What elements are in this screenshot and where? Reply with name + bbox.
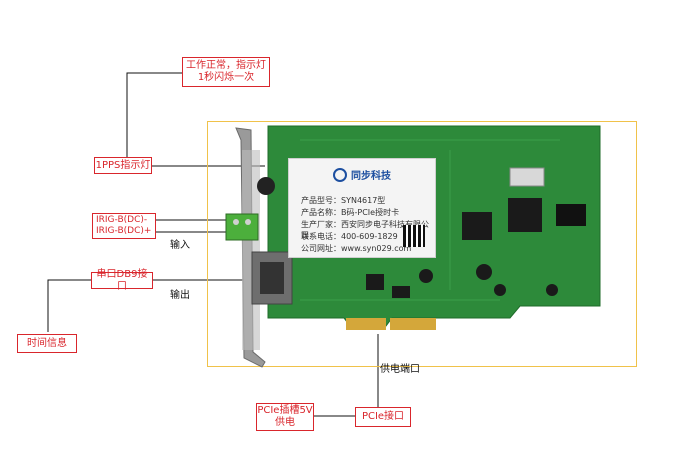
- led-normal-callout: 工作正常，指示灯 1秒闪烁一次: [182, 57, 270, 87]
- phone-row: 联系电话：400-609-1829: [301, 231, 398, 242]
- irig-callout-group: IRIG-B(DC)- IRIG-B(DC)+: [92, 213, 156, 239]
- qr-code-icon: [403, 225, 425, 247]
- irig-minus-label: IRIG-B(DC)-: [96, 215, 148, 225]
- name-key: 产品名称：: [301, 208, 341, 217]
- card-frame: [207, 121, 637, 367]
- model-row: 产品型号：SYN4617型: [301, 195, 385, 206]
- name-value: B码-PCIe授时卡: [341, 208, 400, 217]
- brand-name: 同步科技: [351, 171, 391, 182]
- power-port-label: 供电端口: [380, 364, 420, 375]
- pps-led-callout: 1PPS指示灯: [94, 157, 152, 174]
- name-row: 产品名称：B码-PCIe授时卡: [301, 207, 399, 218]
- site-key: 公司网址：: [301, 244, 341, 253]
- phone-key: 联系电话：: [301, 232, 341, 241]
- output-label: 输出: [170, 290, 190, 301]
- site-value: www.syn029.com: [341, 244, 412, 253]
- pcie-slot-power-callout: PCIe插槽5V 供电: [256, 403, 314, 431]
- maker-value: 西安同步电子科技有限公司: [301, 220, 429, 240]
- irig-plus-label: IRIG-B(DC)+: [96, 226, 152, 236]
- serial-db9-callout: 串口DB9接口: [91, 269, 153, 292]
- site-row: 公司网址：www.syn029.com: [301, 243, 411, 254]
- brand-row: 同步科技: [333, 167, 391, 182]
- input-label: 输入: [170, 240, 190, 251]
- model-key: 产品型号：: [301, 196, 341, 205]
- maker-row: 生产厂家：西安同步电子科技有限公司: [301, 219, 435, 241]
- brand-logo-icon: [333, 167, 347, 182]
- phone-value: 400-609-1829: [341, 232, 398, 241]
- time-info-callout: 时间信息: [17, 334, 77, 353]
- maker-key: 生产厂家：: [301, 220, 341, 229]
- pcie-interface-callout: PCIe接口: [355, 407, 411, 427]
- model-value: SYN4617型: [341, 196, 386, 205]
- card-label-sticker: 同步科技 产品型号：SYN4617型 产品名称：B码-PCIe授时卡 生产厂家：…: [288, 158, 436, 258]
